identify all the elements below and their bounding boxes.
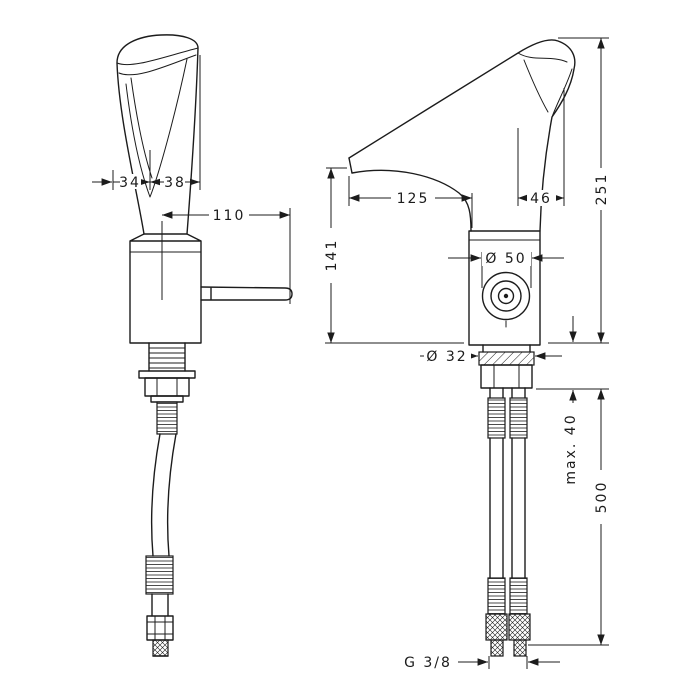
left-fitting-facets	[147, 616, 173, 640]
right-hose1-corrugation-bottom	[487, 577, 506, 615]
right-hose2-thread-tip	[513, 639, 527, 657]
left-mounting-nut	[144, 377, 190, 397]
dim-label-38: 38	[164, 175, 186, 191]
dim-label-dia32: Ø 32	[426, 349, 467, 365]
label-bg	[482, 250, 531, 266]
left-spout-rim-line	[116, 47, 199, 66]
right-hose-stubs	[489, 387, 526, 399]
right-spout-flare-inner	[551, 68, 573, 118]
left-spout-inner-line	[130, 77, 153, 179]
dim-label-g38: G 3/8	[404, 655, 452, 671]
left-body	[129, 233, 202, 344]
right-shank	[482, 344, 531, 353]
right-hose1-corrugation-top	[487, 397, 506, 439]
dim-label-125: 125	[397, 191, 430, 207]
left-view-dimensions: 34 38 110	[92, 55, 291, 304]
left-hose-tube	[151, 593, 169, 617]
dim-arrowhead	[190, 178, 200, 186]
dim-label-46: 46	[530, 191, 552, 207]
left-spout-inner-funnel	[125, 58, 188, 198]
left-spout-outline	[116, 34, 199, 235]
left-escutcheon	[138, 370, 196, 379]
right-hoses	[489, 437, 526, 579]
control-dial-outer	[481, 271, 531, 321]
right-spout-tip	[348, 157, 353, 174]
label-bg	[391, 190, 435, 206]
control-dial-ring	[490, 280, 522, 312]
label-bg	[424, 348, 471, 364]
dim-label-max40: max. 40	[563, 413, 579, 484]
right-spout-top-edge	[348, 39, 576, 232]
dim-34-38-extensions	[112, 55, 201, 190]
right-view-dimensions: 125 46 251 141 Ø 50 Ø 32 max. 40	[324, 37, 610, 671]
left-threaded-tube	[156, 401, 178, 435]
dim-g38-extensions	[488, 656, 528, 669]
control-dial-dot	[503, 293, 509, 299]
right-body	[468, 230, 541, 346]
left-hose-thread-tip	[152, 639, 169, 657]
right-spout-swirl	[523, 59, 549, 113]
right-hose1-fitting	[485, 613, 508, 641]
dim-46-extensions	[517, 88, 565, 206]
right-mounting-nut	[480, 364, 533, 389]
right-hose2-fitting	[508, 613, 531, 641]
left-spout-rim-line-2	[118, 54, 197, 76]
right-hose1-thread-tip	[490, 639, 504, 657]
left-hose-fitting	[146, 615, 174, 641]
dim-label-34: 34	[119, 175, 141, 191]
left-shank	[148, 342, 186, 372]
label-bg	[164, 174, 185, 189]
label-bg	[527, 190, 556, 206]
dim-141-extensions	[325, 167, 464, 344]
left-shank-threads	[149, 347, 185, 369]
dim-110-extensions	[161, 208, 291, 304]
left-hose	[151, 433, 177, 557]
control-dial-inner	[497, 287, 515, 305]
dim-label-141: 141	[324, 239, 340, 272]
right-gasket	[478, 351, 535, 366]
dim-label-500: 500	[594, 481, 610, 514]
right-nut-facets	[493, 365, 520, 388]
right-hose2-corrugation-top	[509, 397, 528, 439]
dim-label-110: 110	[213, 208, 246, 224]
left-view-faucet	[116, 34, 293, 657]
dim-arrowhead	[140, 178, 150, 186]
left-washer	[150, 395, 184, 403]
label-bg	[209, 207, 249, 223]
right-view-faucet	[348, 39, 576, 657]
right-hose2-corrugation-bottom	[509, 577, 528, 615]
right-spout-bottom-edge	[351, 169, 472, 232]
left-nut-facets	[156, 378, 178, 396]
dim-125-extensions	[348, 176, 473, 228]
left-hose-sleeve	[145, 555, 174, 595]
dim-arrowhead	[150, 178, 160, 186]
dim-label-dia50: Ø 50	[485, 251, 526, 267]
right-spout-rim-inner	[517, 52, 568, 63]
dim-label-251: 251	[594, 173, 610, 206]
left-handle-lever	[200, 286, 293, 301]
label-bg	[120, 174, 141, 189]
